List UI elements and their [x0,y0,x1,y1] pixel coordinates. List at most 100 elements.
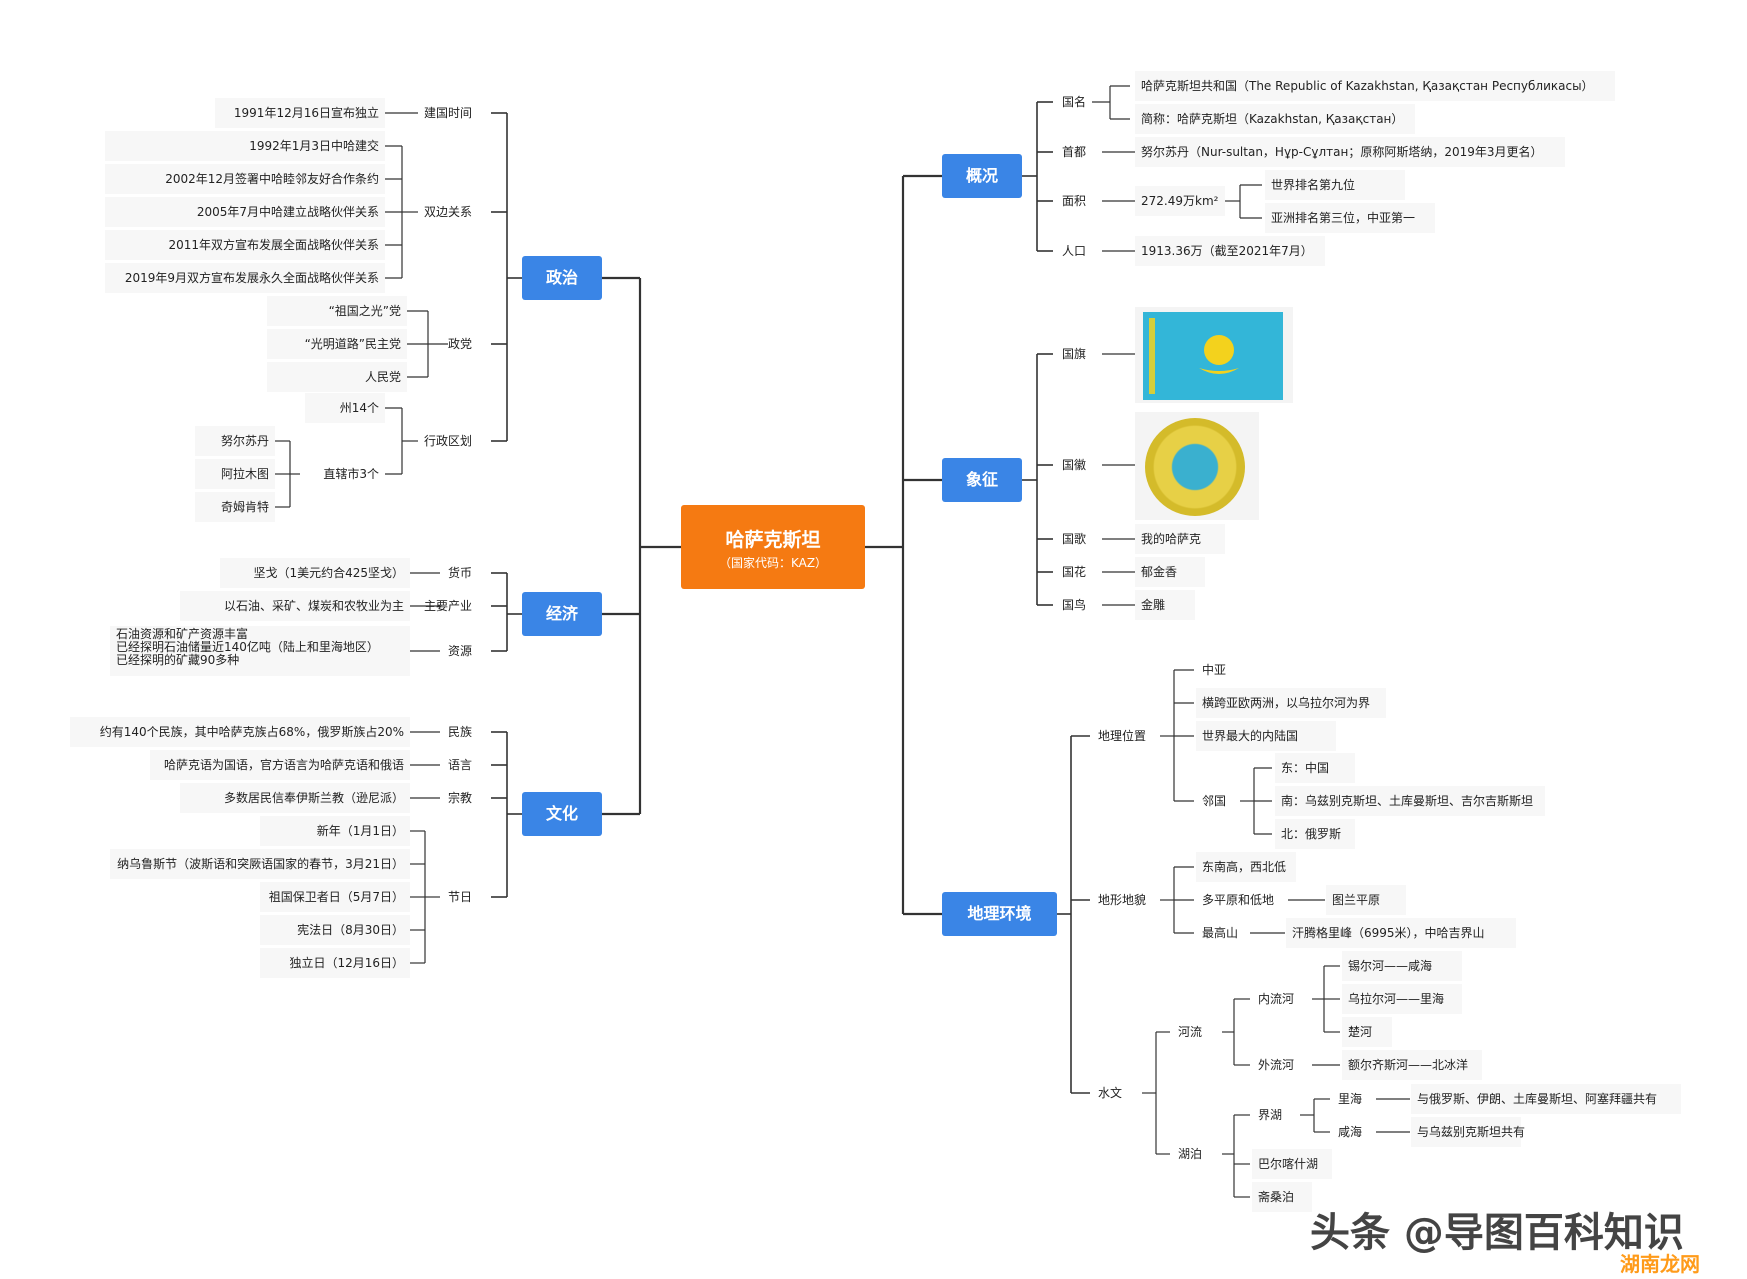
party-item[interactable]: “光明道路”民主党 [267,329,407,359]
label-neighbors[interactable]: 邻国 [1202,794,1227,808]
label-inland[interactable]: 内流河 [1258,992,1295,1006]
neighbor-item[interactable]: 北：俄罗斯 [1275,819,1355,849]
name-full[interactable]: 哈萨克斯坦共和国（The Republic of Kazakhstan, Қаз… [1135,71,1615,101]
branch-geography[interactable]: 地理环境 [942,892,1057,936]
label-founding[interactable]: 建国时间 [423,106,472,120]
population-value[interactable]: 1913.36万（截至2021年7月） [1135,236,1325,266]
bilateral-item[interactable]: 1992年1月3日中哈建交 [105,131,385,161]
label-capital[interactable]: 首都 [1062,145,1087,159]
language-value[interactable]: 哈萨克语为国语，官方语言为哈萨克语和俄语 [150,750,410,780]
label-emblem[interactable]: 国徽 [1062,458,1087,472]
currency-value[interactable]: 坚戈（1美元约合425坚戈） [220,558,410,588]
capital-value[interactable]: 努尔苏丹（Nur-sultan，Нұр-Сұлтан；原称阿斯塔纳，2019年3… [1135,137,1565,167]
branch-culture[interactable]: 文化 [522,792,602,836]
holiday-item[interactable]: 纳乌鲁斯节（波斯语和突厥语国家的春节，3月21日） [110,849,410,879]
label-terrain[interactable]: 地形地貌 [1098,893,1147,907]
kazakhstan-flag-icon[interactable] [1143,312,1283,400]
bilateral-item[interactable]: 2002年12月签署中哈睦邻友好合作条约 [105,164,385,194]
label-name[interactable]: 国名 [1062,95,1087,109]
kazakhstan-emblem-icon[interactable] [1145,418,1245,516]
terrain-peak[interactable]: 汗腾格里峰（6995米），中哈吉界山 [1286,918,1516,948]
terrain-item[interactable]: 最高山 [1202,926,1239,940]
neighbor-item[interactable]: 东：中国 [1275,753,1355,783]
label-resources[interactable]: 资源 [447,644,472,658]
terrain-plain[interactable]: 图兰平原 [1326,885,1406,915]
label-holidays[interactable]: 节日 [447,890,472,904]
admin-cities-label[interactable]: 直辖市3个 [323,467,379,481]
label-ethnic[interactable]: 民族 [447,725,472,739]
holiday-item[interactable]: 新年（1月1日） [260,816,410,846]
label-area[interactable]: 面积 [1062,194,1087,208]
name-short[interactable]: 简称：哈萨克斯坦（Kazakhstan, Қазақстан） [1135,104,1415,134]
outflow-river[interactable]: 额尔齐斯河——北冰洋 [1342,1050,1482,1080]
lake-item[interactable]: 巴尔喀什湖 [1252,1149,1332,1179]
location-item[interactable]: 中亚 [1202,663,1227,677]
holiday-item[interactable]: 宪法日（8月30日） [260,915,410,945]
label-flag[interactable]: 国旗 [1062,347,1087,361]
inland-river[interactable]: 乌拉尔河——里海 [1342,984,1462,1014]
holiday-item[interactable]: 独立日（12月16日） [260,948,410,978]
lake-item[interactable]: 斋桑泊 [1252,1182,1312,1212]
label-language[interactable]: 语言 [447,758,472,772]
city-item[interactable]: 阿拉木图 [195,459,275,489]
location-item[interactable]: 世界最大的内陆国 [1196,721,1336,751]
label-anthem[interactable]: 国歌 [1062,532,1087,546]
party-item[interactable]: “祖国之光”党 [267,296,407,326]
root-subtitle: （国家代码：KAZ） [718,556,828,570]
label-rivers[interactable]: 河流 [1178,1025,1203,1039]
caspian-note[interactable]: 与俄罗斯、伊朗、土库曼斯坦、阿塞拜疆共有 [1411,1084,1681,1114]
aral-note[interactable]: 与乌兹别克斯坦共有 [1411,1117,1525,1147]
label-industry[interactable]: 主要产业 [423,599,472,613]
label-flower[interactable]: 国花 [1062,565,1087,579]
site-watermark: 湖南龙网 [1620,1252,1700,1276]
resources-value[interactable]: 石油资源和矿产资源丰富 已经探明石油储量近140亿吨（陆上和里海地区） 已经探明… [110,626,410,676]
branch-overview[interactable]: 概况 [942,154,1022,198]
city-item[interactable]: 奇姆肯特 [195,492,275,522]
lake-aral[interactable]: 咸海 [1338,1125,1363,1139]
industry-value[interactable]: 以石油、采矿、煤炭和农牧业为主 [180,591,410,621]
label-lakes[interactable]: 湖泊 [1178,1147,1203,1161]
location-item[interactable]: 横跨亚欧两洲，以乌拉尔河为界 [1196,688,1386,718]
city-item[interactable]: 努尔苏丹 [195,426,275,456]
label-admin[interactable]: 行政区划 [423,434,472,448]
label-outflow[interactable]: 外流河 [1258,1058,1295,1072]
lake-caspian[interactable]: 里海 [1338,1092,1363,1106]
label-religion[interactable]: 宗教 [447,791,472,805]
ethnic-value[interactable]: 约有140个民族，其中哈萨克族占68%，俄罗斯族占20% [70,717,410,747]
area-value[interactable]: 272.49万km² [1135,186,1225,216]
label-parties[interactable]: 政党 [447,337,472,351]
neighbor-item[interactable]: 南：乌兹别克斯坦、土库曼斯坦、吉尔吉斯斯坦 [1275,786,1545,816]
label-water[interactable]: 水文 [1098,1086,1123,1100]
party-item[interactable]: 人民党 [267,362,407,392]
inland-river[interactable]: 楚河 [1342,1017,1392,1047]
bird-value[interactable]: 金雕 [1135,590,1195,620]
branch-symbols[interactable]: 象征 [942,458,1022,502]
label-bilateral[interactable]: 双边关系 [423,205,472,219]
bilateral-item[interactable]: 2011年双方宣布发展全面战略伙伴关系 [105,230,385,260]
branch-economy[interactable]: 经济 [522,592,602,636]
connector [602,276,681,816]
terrain-item[interactable]: 多平原和低地 [1202,893,1275,907]
area-rank-asia[interactable]: 亚洲排名第三位，中亚第一 [1265,203,1435,233]
label-population[interactable]: 人口 [1062,244,1087,258]
branch-politics[interactable]: 政治 [522,256,602,300]
terrain-item[interactable]: 东南高，西北低 [1196,852,1296,882]
flower-value[interactable]: 郁金香 [1135,557,1205,587]
root-node[interactable]: 哈萨克斯坦 （国家代码：KAZ） [681,505,865,589]
label-border-lakes[interactable]: 界湖 [1258,1108,1283,1122]
root-title: 哈萨克斯坦 [725,529,821,551]
inland-river[interactable]: 锡尔河——咸海 [1342,951,1462,981]
label-location[interactable]: 地理位置 [1098,729,1147,743]
founding-item[interactable]: 1991年12月16日宣布独立 [215,98,385,128]
area-rank-world[interactable]: 世界排名第九位 [1265,170,1405,200]
religion-value[interactable]: 多数居民信奉伊斯兰教（逊尼派） [180,783,410,813]
bilateral-item[interactable]: 2005年7月中哈建立战略伙伴关系 [105,197,385,227]
admin-states[interactable]: 州14个 [305,393,385,423]
anthem-value[interactable]: 我的哈萨克 [1135,524,1225,554]
label-bird[interactable]: 国鸟 [1062,598,1087,612]
holiday-item[interactable]: 祖国保卫者日（5月7日） [260,882,410,912]
bilateral-item[interactable]: 2019年9月双方宣布发展永久全面战略伙伴关系 [105,263,385,293]
label-currency[interactable]: 货币 [447,566,472,580]
watermark: 头条 @导图百科知识 [1310,1210,1684,1256]
